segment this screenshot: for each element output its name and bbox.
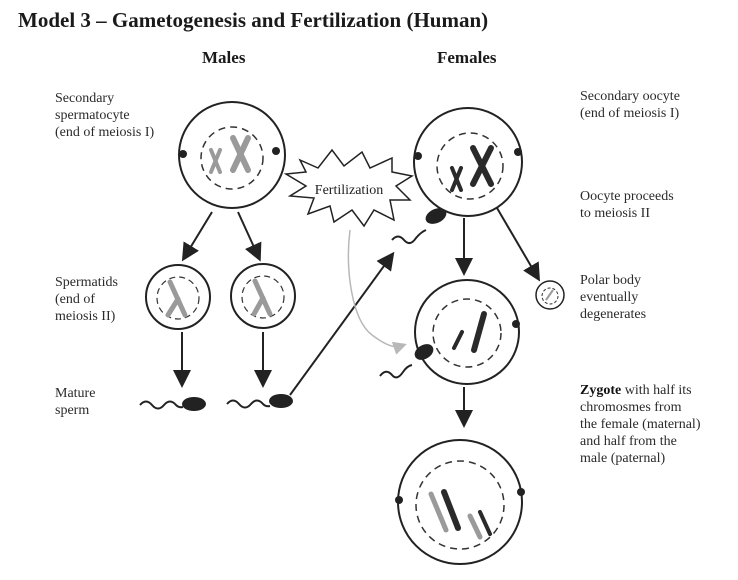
- faint-fertilization-arrow: [347, 229, 407, 355]
- zygote-cell: [395, 439, 525, 565]
- polar-body-label: Polar body eventually degenerates: [580, 273, 647, 322]
- spermatid-cell-right: [230, 263, 296, 329]
- maternal-chromosome-short: [478, 510, 492, 536]
- spermatid-cell-left: [145, 264, 211, 330]
- mature-sperm-label: Mature sperm: [55, 386, 96, 418]
- x-chromosome-large: [230, 135, 251, 173]
- arrow-spermatocyte-to-spermatid-left: [181, 211, 213, 262]
- polar-body-cell: [535, 280, 565, 310]
- x-chromosome-small: [209, 148, 222, 174]
- sperm-entering-oocyte: [391, 208, 447, 244]
- lambda-chromosome-right: [251, 278, 273, 317]
- paternal-chromosome-short: [467, 513, 483, 540]
- mature-sperm-left: [139, 397, 206, 411]
- paternal-chromosome-grey: [428, 491, 449, 533]
- females-header: Females: [437, 48, 497, 67]
- fertilization-starburst: Fertilization: [283, 148, 414, 228]
- arrow-oocyte-to-polar-body: [496, 207, 541, 282]
- mature-sperm-right: [226, 394, 293, 409]
- secondary-spermatocyte-cell: [178, 101, 286, 209]
- diagram-title: Model 3 – Gametogenesis and Fertilizatio…: [18, 8, 489, 32]
- secondary-spermatocyte-label: Secondary spermatocyte (end of meiosis I…: [55, 91, 155, 140]
- dark-x-chromosome-small: [450, 166, 463, 192]
- spermatids-label: Spermatids (end of meiosis II): [55, 275, 118, 324]
- sperm-fusing-oocyte: [379, 344, 434, 379]
- dark-x-chromosome-large: [470, 145, 494, 187]
- chromatid-long: [471, 311, 487, 353]
- lambda-chromosome-left: [165, 279, 188, 318]
- oocyte-meiosis-ii-cell: [414, 279, 520, 385]
- males-header: Males: [202, 48, 246, 67]
- oocyte-meiosis-label: Oocyte proceeds to meiosis II: [580, 189, 674, 221]
- zygote-label: Zygote with half its chromosmes from the…: [580, 382, 700, 467]
- zygote-term: Zygote: [580, 383, 622, 398]
- maternal-chromosome-dark: [441, 489, 461, 531]
- chromatid-short: [452, 330, 464, 350]
- arrow-sperm-to-oocyte: [289, 251, 395, 396]
- fertilization-text: Fertilization: [315, 183, 383, 198]
- zygote-description: with half its chromosmes from the female…: [580, 383, 701, 466]
- secondary-oocyte-cell: [413, 107, 523, 217]
- arrow-spermatocyte-to-spermatid-right: [237, 211, 262, 262]
- secondary-oocyte-label: Secondary oocyte (end of meiosis I): [580, 89, 680, 121]
